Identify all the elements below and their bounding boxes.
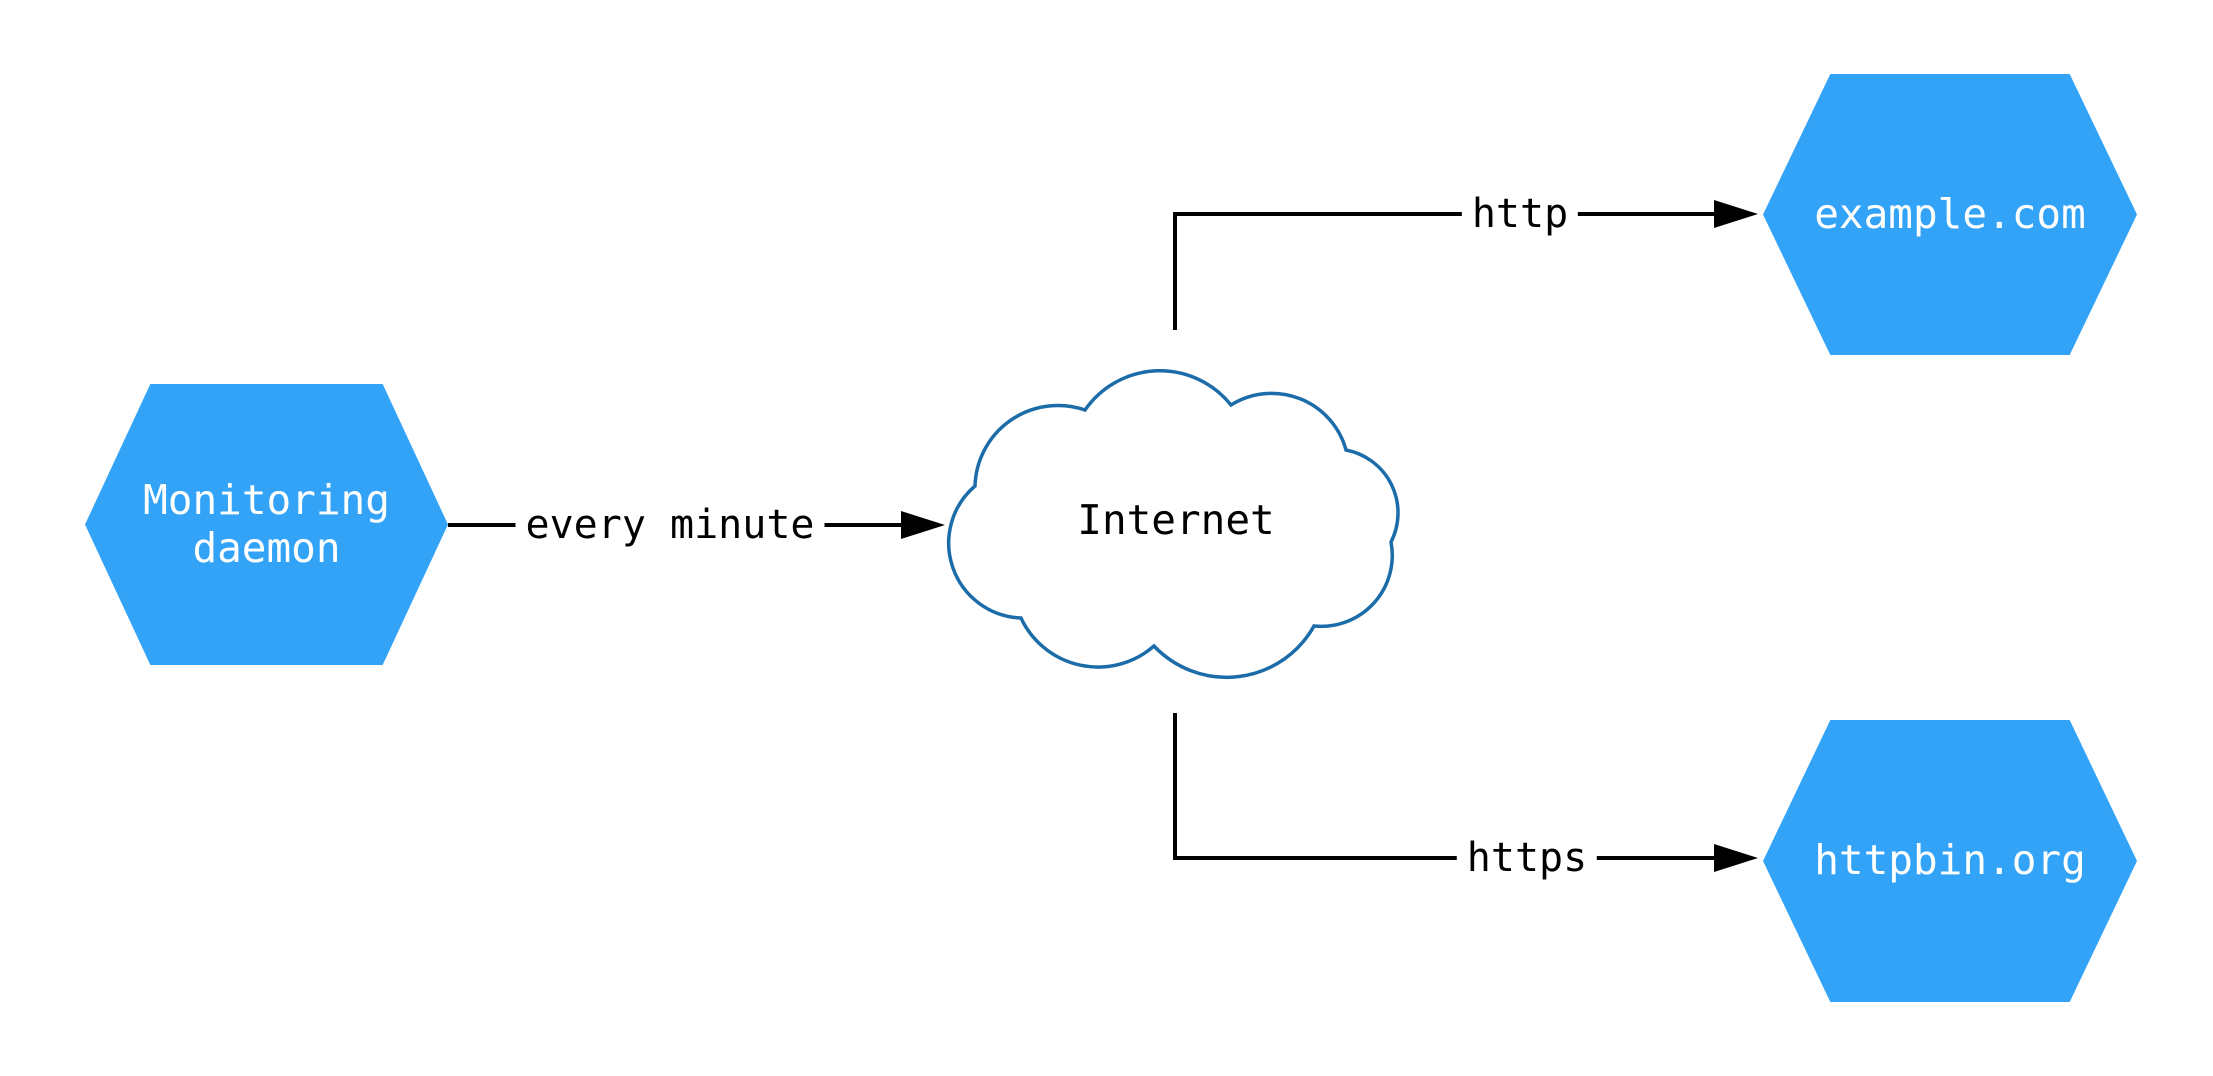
node-monitoring-daemon: Monitoring daemon [85,384,448,665]
edge-label-every-minute: every minute [515,503,825,547]
edge-internet-example-line [1173,212,1716,330]
node-httpbin-org-label: httpbin.org [1814,836,2086,885]
edge-internet-httpbin-arrowhead-icon [1714,844,1758,872]
edge-daemon-internet-arrowhead-icon [901,511,945,539]
internet-cloud-icon [946,369,1400,680]
edge-label-http: http [1461,192,1579,236]
edge-label-https: https [1456,836,1598,880]
node-example-com-label: example.com [1814,189,2086,238]
node-httpbin-org: httpbin.org [1763,720,2137,1002]
node-example-com: example.com [1763,74,2137,355]
edge-internet-example-arrowhead-icon [1714,200,1758,228]
edge-internet-httpbin-line [1173,713,1716,860]
node-monitoring-daemon-label: Monitoring daemon [143,476,390,572]
node-internet-label: Internet [1077,496,1275,544]
